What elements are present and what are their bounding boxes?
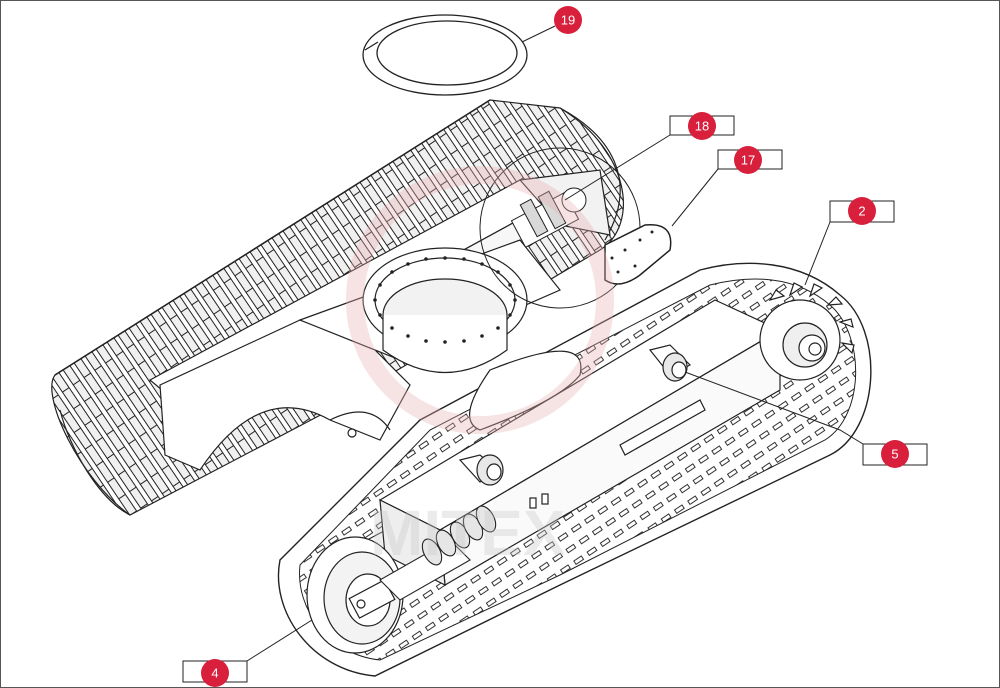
drive-sprocket	[759, 282, 855, 381]
tensioner-assembly	[510, 187, 587, 249]
callout-18[interactable]: 18	[564, 112, 735, 201]
watermark-text: MITEX	[370, 497, 566, 569]
callout-label: 19	[561, 13, 575, 28]
carrier-roller-upper	[648, 344, 692, 382]
callout-label: 2	[858, 204, 865, 219]
callout-19[interactable]: 19	[521, 6, 582, 43]
slewing-ring	[362, 247, 528, 374]
callout-5[interactable]: 5	[684, 371, 928, 468]
callout-2[interactable]: 2	[804, 197, 895, 286]
callout-label: 4	[211, 666, 218, 681]
callout-label: 5	[891, 447, 898, 462]
callout-17[interactable]: 17	[671, 146, 783, 227]
snap-ring	[362, 14, 528, 96]
callout-label: 18	[695, 119, 709, 134]
watermark: MITEX	[346, 166, 614, 569]
callout-label: 17	[741, 153, 755, 168]
detail-circle	[479, 147, 641, 309]
recoil-spring	[379, 505, 497, 601]
cover-plate	[604, 223, 672, 285]
carrier-roller-lower	[458, 454, 504, 486]
callout-4[interactable]: 4	[182, 619, 313, 687]
